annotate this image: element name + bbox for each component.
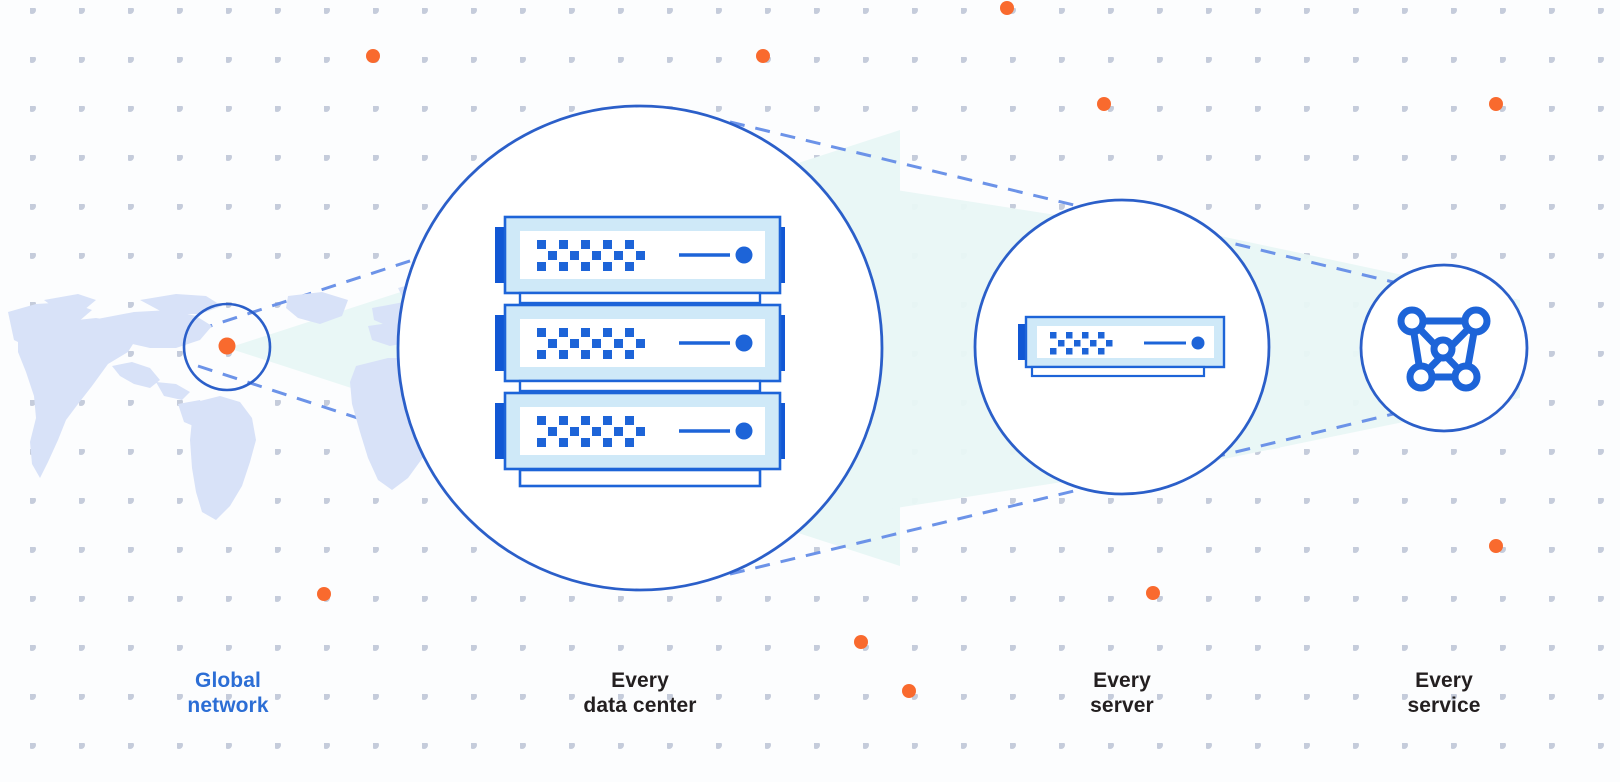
led-pattern [537, 240, 645, 271]
map-location-dot [218, 337, 236, 355]
led-pattern [537, 328, 645, 359]
server-unit [495, 391, 785, 471]
accent-dots [317, 1, 1503, 698]
label-global-network: Global network [187, 669, 269, 717]
accent-dot [366, 49, 380, 63]
single-server-icon [1018, 315, 1226, 378]
accent-dot [902, 684, 916, 698]
status-led [735, 422, 753, 440]
server-unit [495, 303, 785, 393]
accent-dot [1146, 586, 1160, 600]
map-highlight-circle [182, 302, 272, 392]
led-pattern [537, 416, 645, 447]
status-led [1191, 336, 1205, 350]
label-every-service: Every service [1407, 669, 1481, 717]
dashed-guide-upper-mid [729, 120, 1394, 284]
status-led [735, 334, 753, 352]
accent-dot [1097, 97, 1111, 111]
accent-dot [1489, 97, 1503, 111]
dashed-guide-lower-mid [729, 412, 1394, 576]
status-led [735, 246, 753, 264]
accent-dot [854, 635, 868, 649]
label-every-data-center: Every data center [583, 669, 697, 717]
server-unit [495, 215, 785, 305]
accent-dot [756, 49, 770, 63]
network-graph-icon [1397, 306, 1491, 392]
led-pattern [1050, 332, 1113, 355]
accent-dot [1489, 539, 1503, 553]
label-every-server: Every server [1090, 669, 1154, 717]
accent-dot [1000, 1, 1014, 15]
accent-dot [317, 587, 331, 601]
